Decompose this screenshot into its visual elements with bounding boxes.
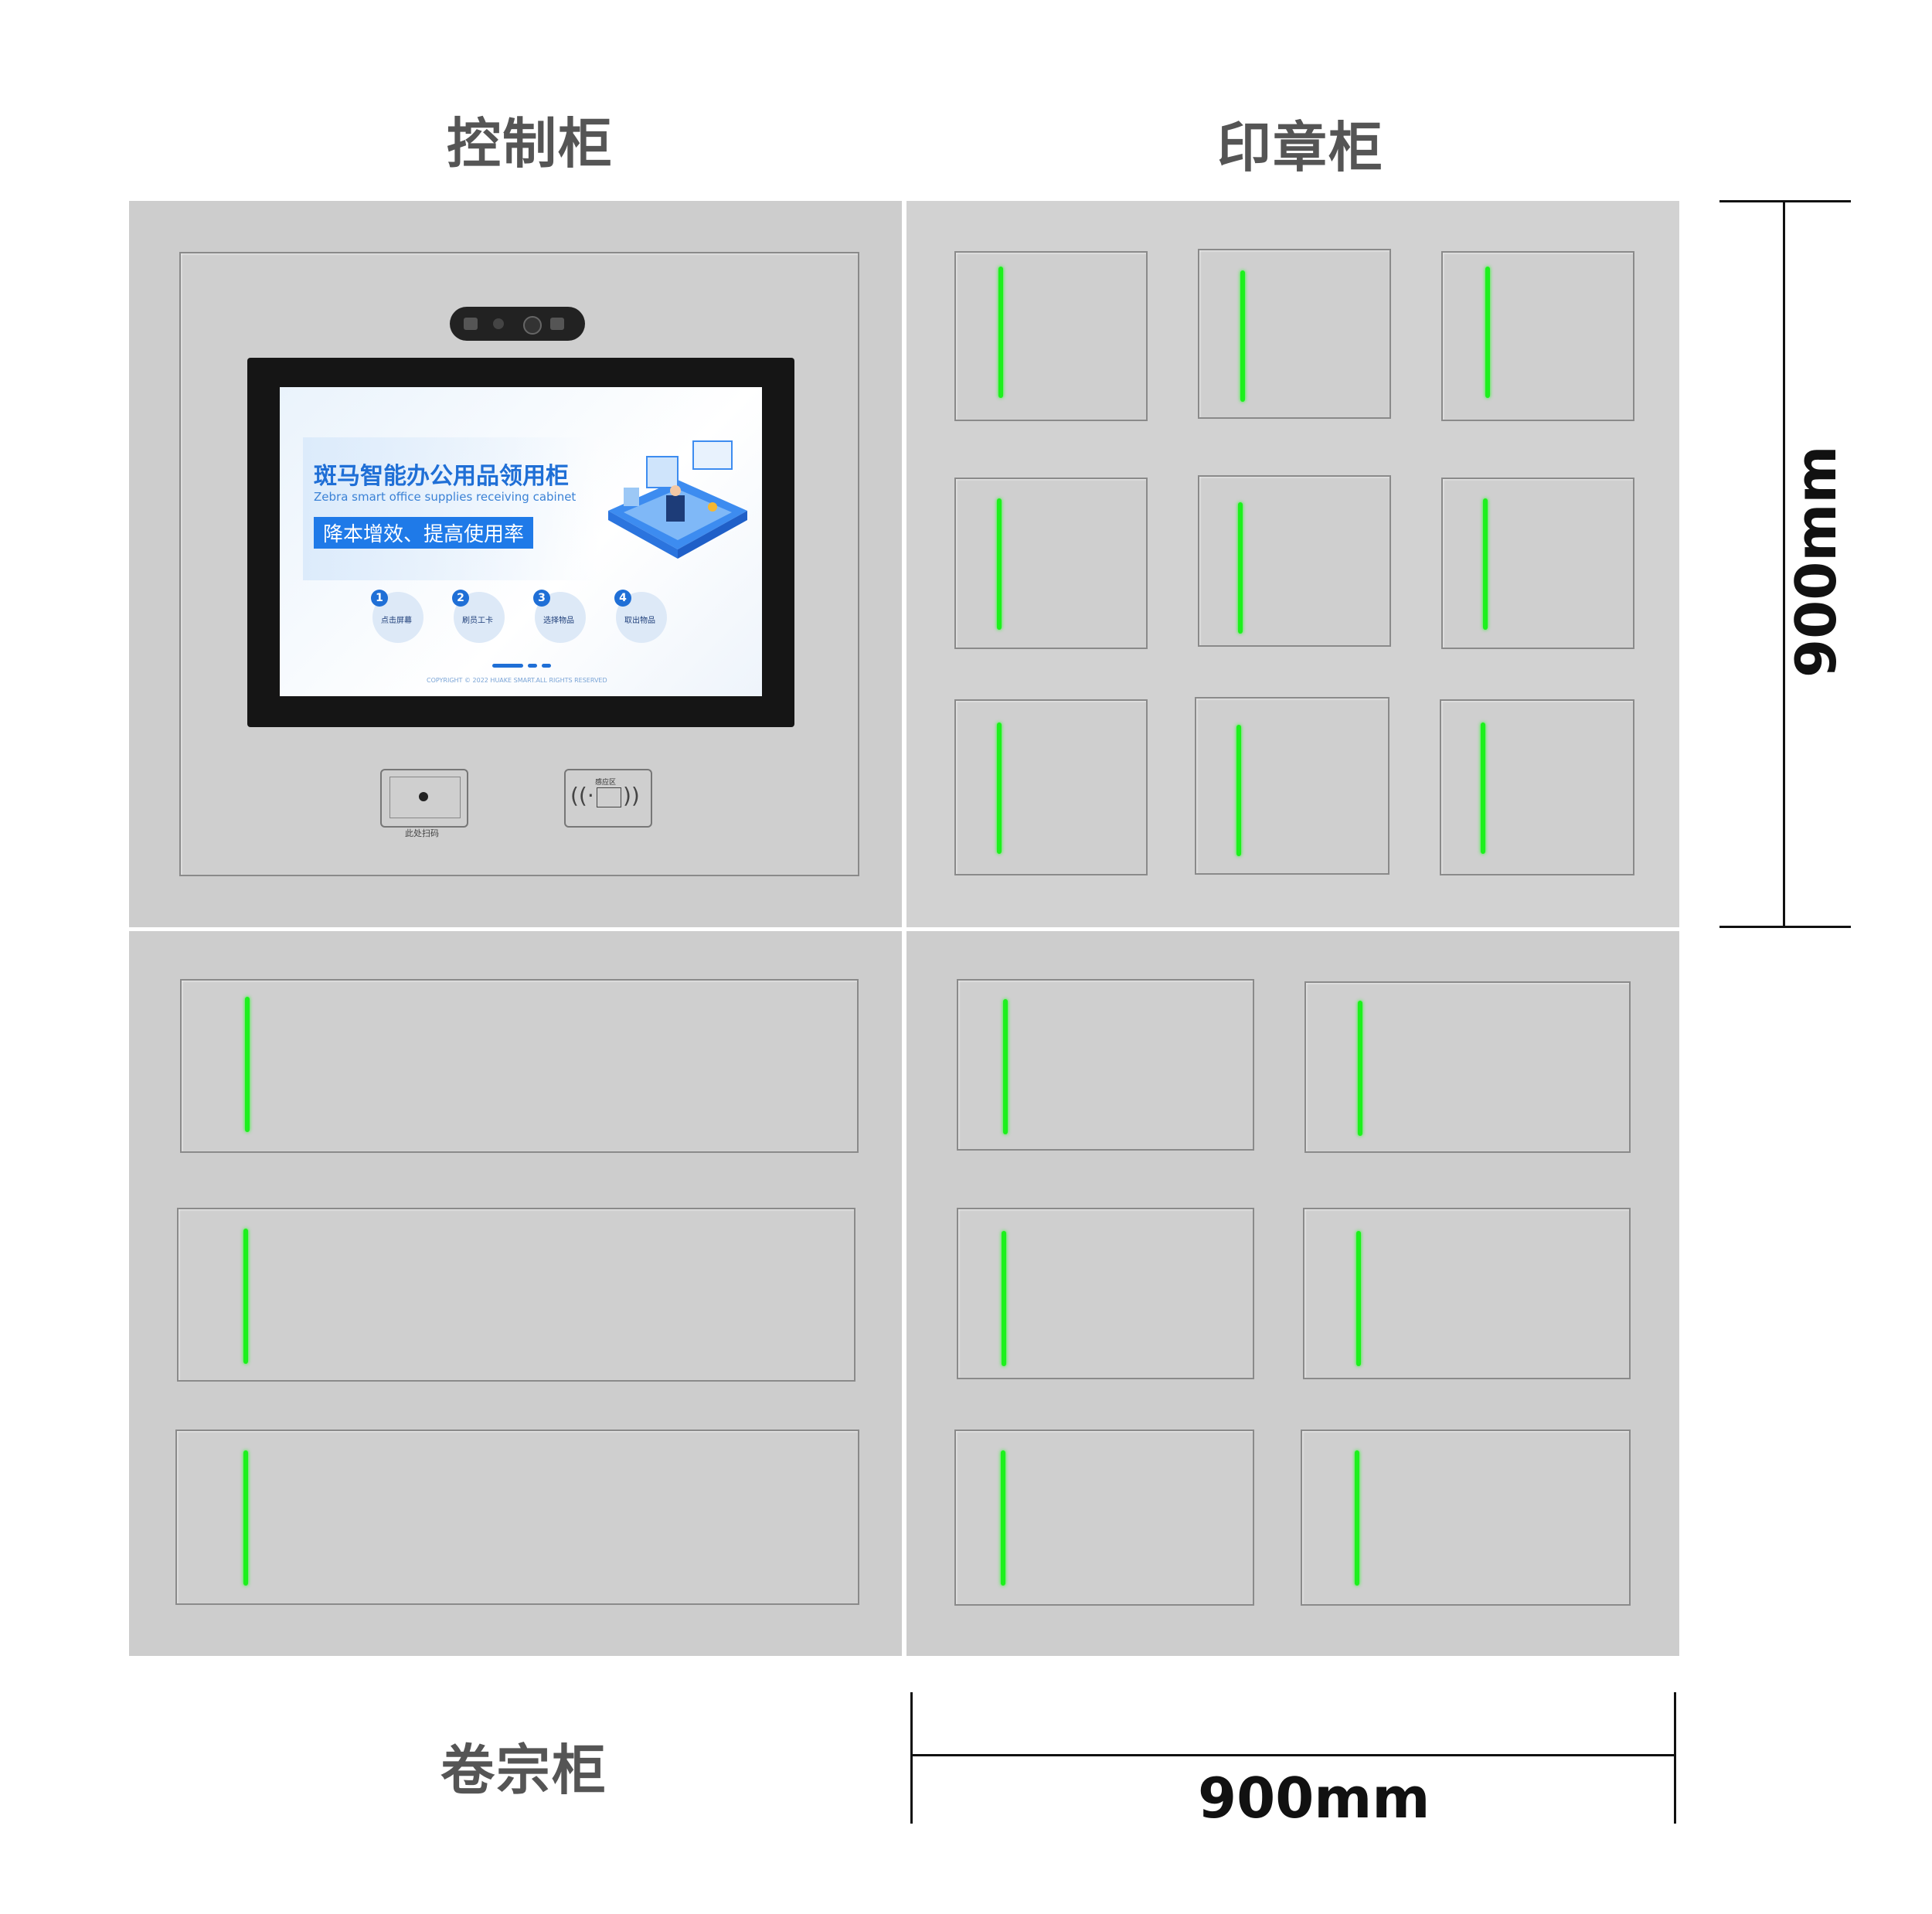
storage-door[interactable] [1303, 1208, 1631, 1379]
led-indicator [245, 997, 250, 1132]
screen-title: 斑马智能办公用品领用柜 [314, 463, 569, 490]
seal-door[interactable] [954, 699, 1148, 875]
width-dim-left-tick [910, 1692, 913, 1824]
nfc-reader-label: 感应区 [595, 779, 617, 787]
led-indicator [997, 498, 1002, 630]
step-4-label: 取出物品 [624, 617, 655, 625]
led-indicator [1358, 1001, 1362, 1136]
nfc-waves-icon: ((· [570, 783, 594, 808]
step-3-label: 选择物品 [543, 617, 574, 625]
width-dim-line [910, 1754, 1676, 1756]
seal-door[interactable] [1198, 475, 1391, 647]
step-4-num: 4 [614, 590, 631, 607]
file-drawer[interactable] [177, 1208, 855, 1382]
led-indicator [997, 722, 1002, 854]
storage-door[interactable] [1304, 981, 1631, 1153]
height-dim-bottom-tick [1719, 926, 1851, 928]
file-drawer[interactable] [180, 979, 859, 1153]
file-drawer[interactable] [175, 1430, 859, 1605]
step-1-label: 点击屏幕 [381, 617, 412, 625]
step-2-label: 刷员工卡 [462, 617, 493, 625]
carousel-dots [492, 664, 554, 668]
led-indicator [1355, 1450, 1359, 1586]
camera-icon [450, 307, 585, 341]
seal-door[interactable] [1195, 697, 1389, 875]
seal-door[interactable] [1198, 249, 1391, 419]
width-dim-label: 900mm [1198, 1766, 1430, 1831]
seal-door[interactable] [1441, 478, 1634, 649]
seal-door[interactable] [954, 251, 1148, 421]
seal-door[interactable] [1440, 699, 1634, 875]
led-indicator [243, 1229, 248, 1364]
led-indicator [1238, 502, 1243, 634]
step-2-num: 2 [452, 590, 469, 607]
nfc-waves-right-icon: )) [623, 783, 640, 808]
screen-slogan-button[interactable]: 降本增效、提高使用率 [314, 517, 534, 549]
seal-door[interactable] [954, 478, 1148, 649]
screen-subtitle: Zebra smart office supplies receiving ca… [314, 490, 577, 504]
led-indicator [1001, 1450, 1005, 1586]
seal-cabinet-panel [906, 201, 1679, 927]
screen-display: 斑马智能办公用品领用柜 Zebra smart office supplies … [280, 387, 762, 696]
copyright-text: COPYRIGHT © 2022 HUAKE SMART.ALL RIGHTS … [427, 677, 607, 684]
step-1-num: 1 [371, 590, 388, 607]
led-indicator [1240, 270, 1245, 402]
control-cabinet-label: 控制柜 [447, 112, 614, 175]
led-indicator [1236, 725, 1241, 856]
file-cabinet-label: 卷宗柜 [440, 1739, 607, 1802]
touch-screen[interactable]: 斑马智能办公用品领用柜 Zebra smart office supplies … [247, 358, 794, 727]
led-indicator [1485, 267, 1490, 398]
led-indicator [243, 1450, 248, 1586]
storage-door[interactable] [957, 979, 1254, 1151]
led-indicator [1002, 1231, 1006, 1366]
storage-cabinet-panel [906, 931, 1679, 1656]
storage-door[interactable] [954, 1430, 1254, 1606]
led-indicator [1003, 999, 1008, 1134]
illustration-icon [600, 433, 755, 573]
qr-scanner-label: 此处扫码 [405, 828, 439, 838]
nfc-reader[interactable]: ((· )) [564, 769, 652, 828]
seal-door[interactable] [1441, 251, 1634, 421]
height-dim-top-tick [1719, 200, 1851, 202]
qr-scanner[interactable] [380, 769, 468, 828]
seal-cabinet-label: 印章柜 [1217, 116, 1384, 179]
led-indicator [998, 267, 1003, 398]
led-indicator [1481, 722, 1485, 854]
step-3-num: 3 [533, 590, 550, 607]
led-indicator [1356, 1231, 1361, 1366]
storage-door[interactable] [957, 1208, 1254, 1379]
screen-banner [303, 437, 600, 580]
height-dim-line [1783, 200, 1785, 928]
led-indicator [1483, 498, 1488, 630]
file-cabinet-panel [129, 931, 902, 1656]
height-dim-label: 900mm [1784, 445, 1849, 678]
width-dim-right-tick [1674, 1692, 1676, 1824]
storage-door[interactable] [1301, 1430, 1631, 1606]
control-cabinet-panel: 斑马智能办公用品领用柜 Zebra smart office supplies … [129, 201, 902, 927]
